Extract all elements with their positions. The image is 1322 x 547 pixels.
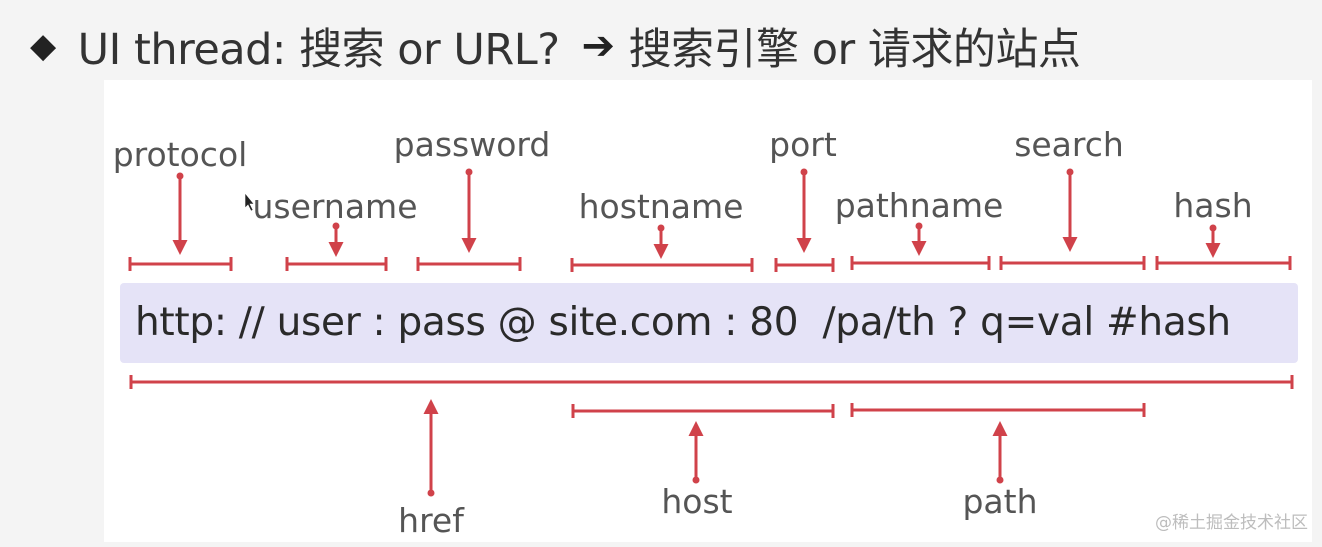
bracket-href — [129, 375, 1294, 389]
dot-href — [427, 489, 435, 497]
mouse-cursor-icon — [244, 192, 255, 212]
bracket-username — [285, 257, 388, 271]
label-hash: hash — [1173, 186, 1253, 225]
slide-title: ◆ UI thread: 搜索 or URL? ➔ 搜索引擎 or 请求的站点 — [30, 6, 1081, 86]
bracket-search — [999, 256, 1146, 270]
watermark: @稀土掘金技术社区 — [1155, 513, 1308, 533]
label-hostname: hostname — [578, 187, 744, 226]
label-protocol: protocol — [112, 135, 248, 174]
diamond-bullet-icon: ◆ — [30, 26, 56, 66]
url-bar — [120, 283, 1298, 363]
bracket-hostname — [570, 258, 754, 272]
dot-path — [996, 476, 1004, 484]
bracket-path — [850, 403, 1146, 417]
label-port: port — [769, 125, 837, 164]
dot-search — [1066, 168, 1074, 176]
bracket-password — [416, 257, 522, 271]
dot-username — [332, 222, 340, 230]
dot-protocol — [176, 172, 184, 180]
label-password: password — [393, 125, 551, 164]
dot-pathname — [915, 222, 923, 230]
title-left: UI thread: 搜索 or URL? — [77, 25, 560, 75]
label-href: href — [398, 501, 464, 540]
label-search: search — [1014, 125, 1124, 164]
dot-hash — [1209, 224, 1217, 232]
bracket-pathname — [850, 256, 991, 270]
title-right: 搜索引擎 or 请求的站点 — [628, 25, 1081, 75]
dot-port — [800, 168, 808, 176]
dot-hostname — [657, 224, 665, 232]
label-host: host — [661, 482, 733, 521]
label-pathname: pathname — [834, 186, 1004, 225]
url-text: http: // user : pass @ site.com : 80 /pa… — [135, 300, 1231, 345]
bracket-host — [571, 404, 835, 418]
bracket-port — [774, 258, 835, 272]
right-arrow-icon: ➔ — [581, 23, 616, 69]
label-path: path — [962, 482, 1038, 521]
dot-host — [692, 476, 700, 484]
dot-password — [465, 168, 473, 176]
label-username: username — [252, 187, 418, 226]
bracket-protocol — [128, 257, 233, 271]
bracket-hash — [1155, 256, 1292, 270]
